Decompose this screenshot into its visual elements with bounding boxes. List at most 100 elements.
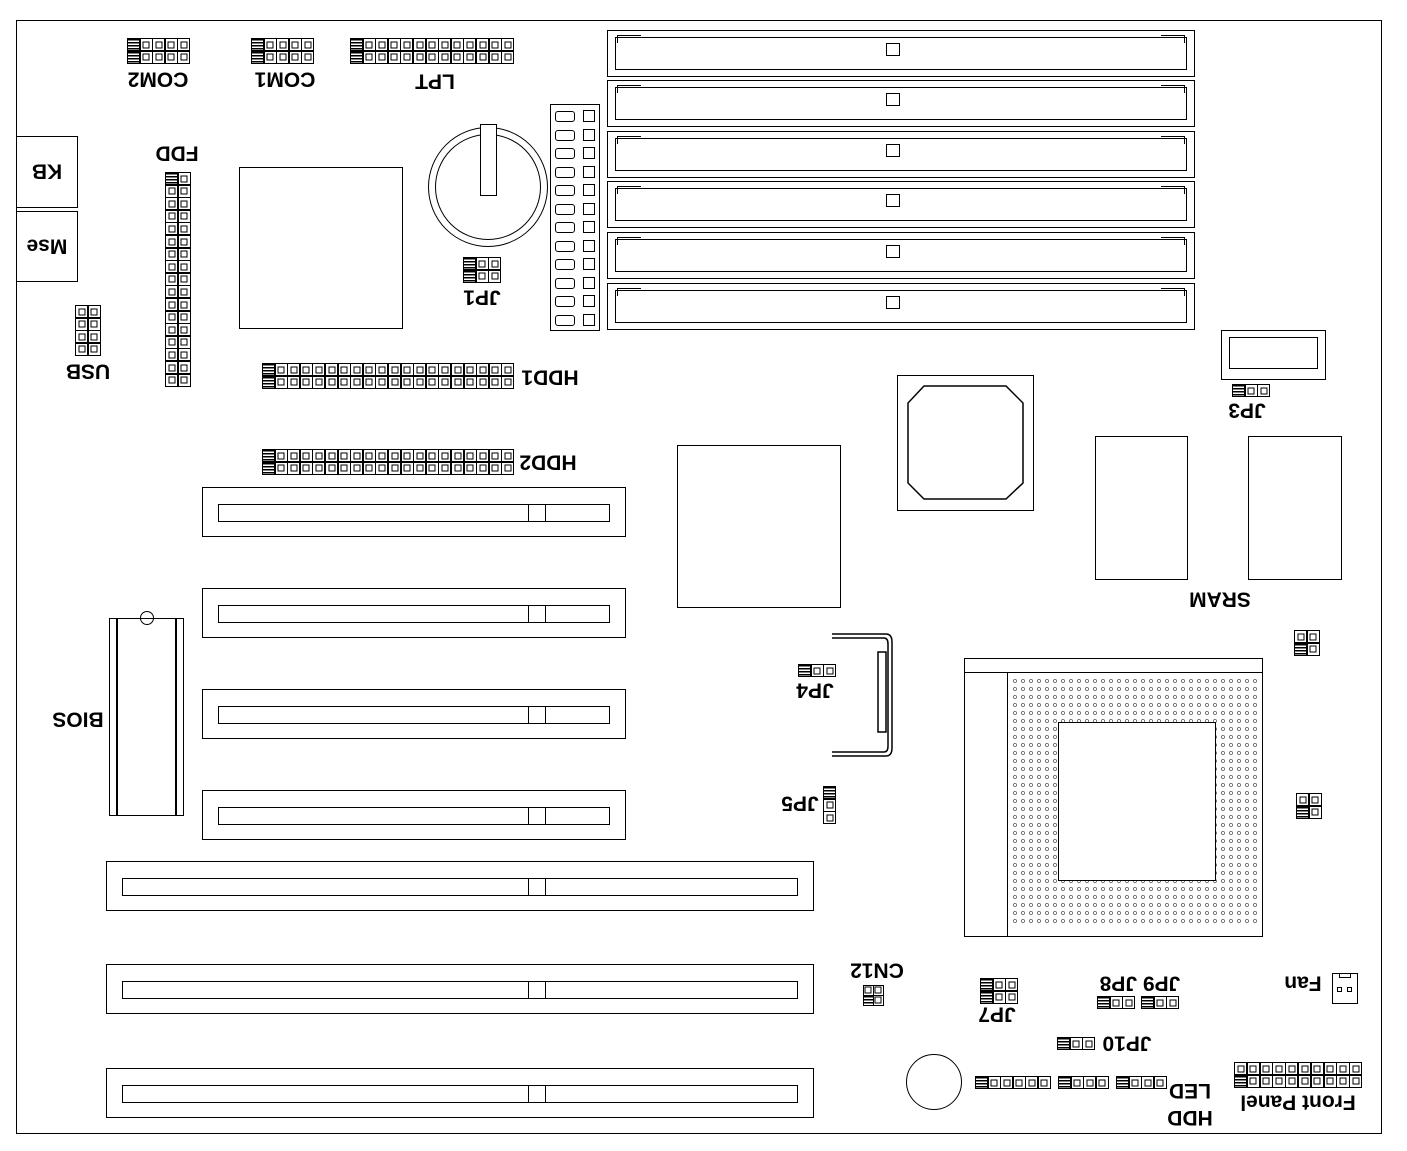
pin <box>1122 996 1135 1009</box>
pin <box>476 461 490 475</box>
pin <box>362 449 376 463</box>
pin <box>413 363 427 377</box>
pin <box>177 38 191 52</box>
pin <box>287 449 301 463</box>
pin <box>312 449 326 463</box>
pin <box>425 449 439 463</box>
pin <box>823 786 837 800</box>
pin <box>165 247 179 261</box>
pin <box>1310 1074 1325 1089</box>
pin <box>488 38 502 52</box>
pin <box>312 375 326 389</box>
pin <box>463 50 477 64</box>
board-outline <box>16 20 1382 1134</box>
pin <box>400 363 414 377</box>
pin <box>288 50 302 64</box>
pin <box>1109 996 1123 1009</box>
label-bios: BIOS <box>52 707 104 731</box>
pin <box>177 272 191 286</box>
pin <box>451 449 465 463</box>
pin <box>350 50 364 64</box>
pin <box>425 38 439 52</box>
pin <box>177 373 191 387</box>
pin <box>863 985 874 996</box>
pin <box>362 363 376 377</box>
pin <box>87 317 101 331</box>
pin <box>263 50 277 64</box>
pin <box>276 50 290 64</box>
pin <box>75 317 89 331</box>
pin <box>177 222 191 236</box>
pin <box>413 449 427 463</box>
pin <box>165 285 179 299</box>
pin <box>1153 1076 1167 1089</box>
pin <box>152 38 166 52</box>
pin <box>165 197 179 211</box>
pin <box>1298 1074 1312 1089</box>
pin <box>164 50 178 64</box>
isa-slot <box>202 588 626 638</box>
pin <box>475 257 489 271</box>
pin <box>325 375 339 389</box>
pin <box>251 50 265 64</box>
pin <box>287 461 301 475</box>
pin <box>299 363 313 377</box>
pin <box>463 269 477 283</box>
pin <box>400 449 414 463</box>
pin <box>87 305 101 319</box>
pin <box>177 323 191 337</box>
pin <box>425 375 439 389</box>
pin <box>388 363 402 377</box>
pin <box>1323 1062 1337 1076</box>
label-usb: USB <box>65 359 111 383</box>
dimm-slot <box>607 181 1195 228</box>
pin <box>75 305 89 319</box>
jp3-module <box>1221 330 1326 380</box>
pin <box>451 461 465 475</box>
pin <box>1257 384 1271 398</box>
pin <box>1336 1062 1350 1076</box>
pin <box>463 363 477 377</box>
pin <box>127 38 141 52</box>
northbridge-chip <box>897 375 1034 511</box>
pin <box>177 209 191 223</box>
retention-bracket <box>828 630 898 767</box>
pin <box>1298 1062 1312 1076</box>
pin <box>375 375 389 389</box>
pin <box>177 335 191 349</box>
pin <box>488 461 502 475</box>
label-jp7: JP7 <box>978 1002 1016 1026</box>
pin <box>165 323 179 337</box>
pin <box>1005 978 1018 991</box>
pin <box>165 184 179 198</box>
pin <box>350 375 364 389</box>
label-kb: KB <box>31 159 63 183</box>
sram-chip <box>1248 436 1342 580</box>
pin <box>1246 1062 1261 1076</box>
pin <box>400 50 414 64</box>
pin <box>165 172 179 186</box>
pin <box>438 449 452 463</box>
pin <box>1310 1062 1325 1076</box>
pin <box>1294 630 1308 644</box>
fan-connector <box>1332 973 1358 1004</box>
label-sram: SRAM <box>1189 587 1251 611</box>
pin <box>975 1076 988 1089</box>
label-fan: Fan <box>1284 971 1322 995</box>
speaker <box>906 1054 962 1110</box>
pin <box>177 298 191 312</box>
pin <box>75 342 89 356</box>
pin <box>1005 990 1018 1004</box>
pin <box>1234 1074 1248 1089</box>
pin <box>425 363 439 377</box>
pin <box>1083 1076 1096 1089</box>
label-lpt: LPT <box>415 69 455 93</box>
pin <box>476 50 490 64</box>
pin <box>362 50 376 64</box>
pin <box>251 38 265 52</box>
pin <box>1025 1076 1038 1089</box>
pin <box>288 38 302 52</box>
pin <box>287 363 301 377</box>
label-jp1: JP1 <box>463 285 501 309</box>
pin <box>1058 1076 1071 1089</box>
